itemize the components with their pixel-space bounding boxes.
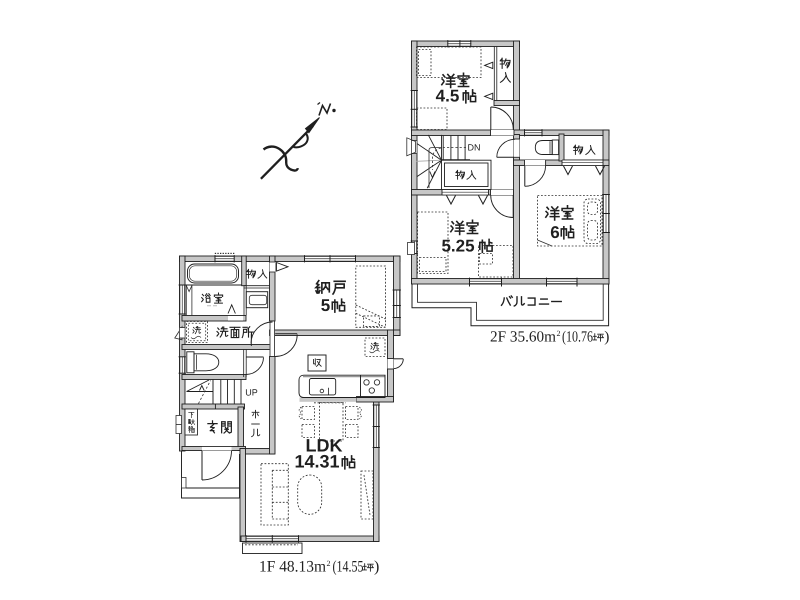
svg-text:2: 2 xyxy=(557,329,561,338)
svg-text:): ) xyxy=(374,559,379,576)
svg-text:DN: DN xyxy=(468,143,481,153)
svg-text:6: 6 xyxy=(550,223,559,242)
svg-text:2F 35.60m: 2F 35.60m xyxy=(490,329,556,346)
svg-text:(14.55: (14.55 xyxy=(333,559,364,576)
svg-text:UP: UP xyxy=(245,388,258,398)
svg-text:(10.76: (10.76 xyxy=(562,329,593,346)
svg-text:4.5: 4.5 xyxy=(436,87,460,106)
svg-text:1F 48.13m: 1F 48.13m xyxy=(259,559,327,576)
svg-text:14.31: 14.31 xyxy=(294,452,339,472)
svg-text:5: 5 xyxy=(321,296,330,315)
svg-text:2: 2 xyxy=(327,559,331,568)
svg-text:5.25: 5.25 xyxy=(441,237,474,256)
svg-text:): ) xyxy=(604,329,609,346)
svg-text:LDK: LDK xyxy=(306,436,343,456)
